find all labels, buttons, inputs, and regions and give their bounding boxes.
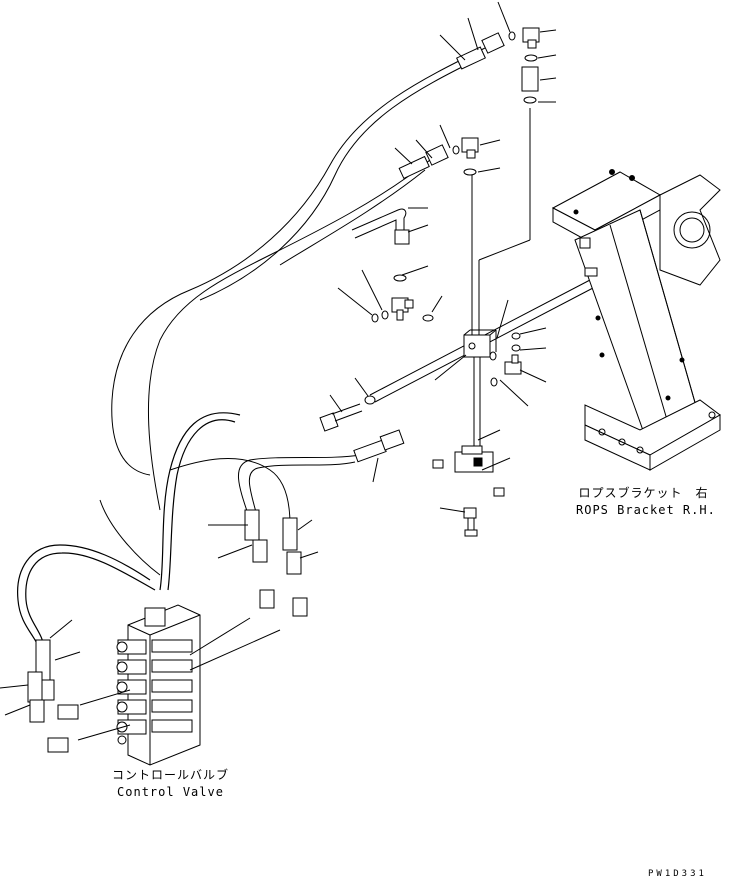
solenoid-valve [432, 445, 505, 537]
tee-fitting [371, 297, 434, 323]
fitting-top-hose-end [456, 32, 505, 70]
leader-lines [0, 1, 557, 716]
hose-ends-center [244, 509, 308, 617]
rops-bracket-label-en: ROPS Bracket R.H. [576, 503, 716, 517]
junction-block [463, 329, 497, 361]
fitting-second-hose-end [398, 137, 479, 180]
hose-long-upper [111, 47, 486, 476]
hose-mid-upper [147, 159, 431, 511]
hose-to-valve-left [17, 412, 241, 651]
drawing-code: PW1D331 [648, 869, 707, 879]
elbow-fitting-top [508, 27, 540, 49]
pipe-vertical [471, 108, 531, 455]
small-elbow-right [490, 332, 522, 387]
control-valve [77, 604, 281, 766]
control-valve-label-jp: コントロールバルブ [111, 768, 229, 782]
hose-to-valve-right [99, 454, 361, 576]
rops-bracket-rh [551, 169, 721, 471]
rops-bracket-label-jp: ロプスブラケット 右 [578, 486, 709, 500]
elbow-tube [351, 208, 410, 282]
bolt-long [319, 395, 376, 432]
o-rings-top [521, 54, 539, 104]
control-valve-label-en: Control Valve [117, 785, 224, 799]
adapter-fitting [353, 429, 405, 463]
hose-ends-left [27, 639, 79, 753]
